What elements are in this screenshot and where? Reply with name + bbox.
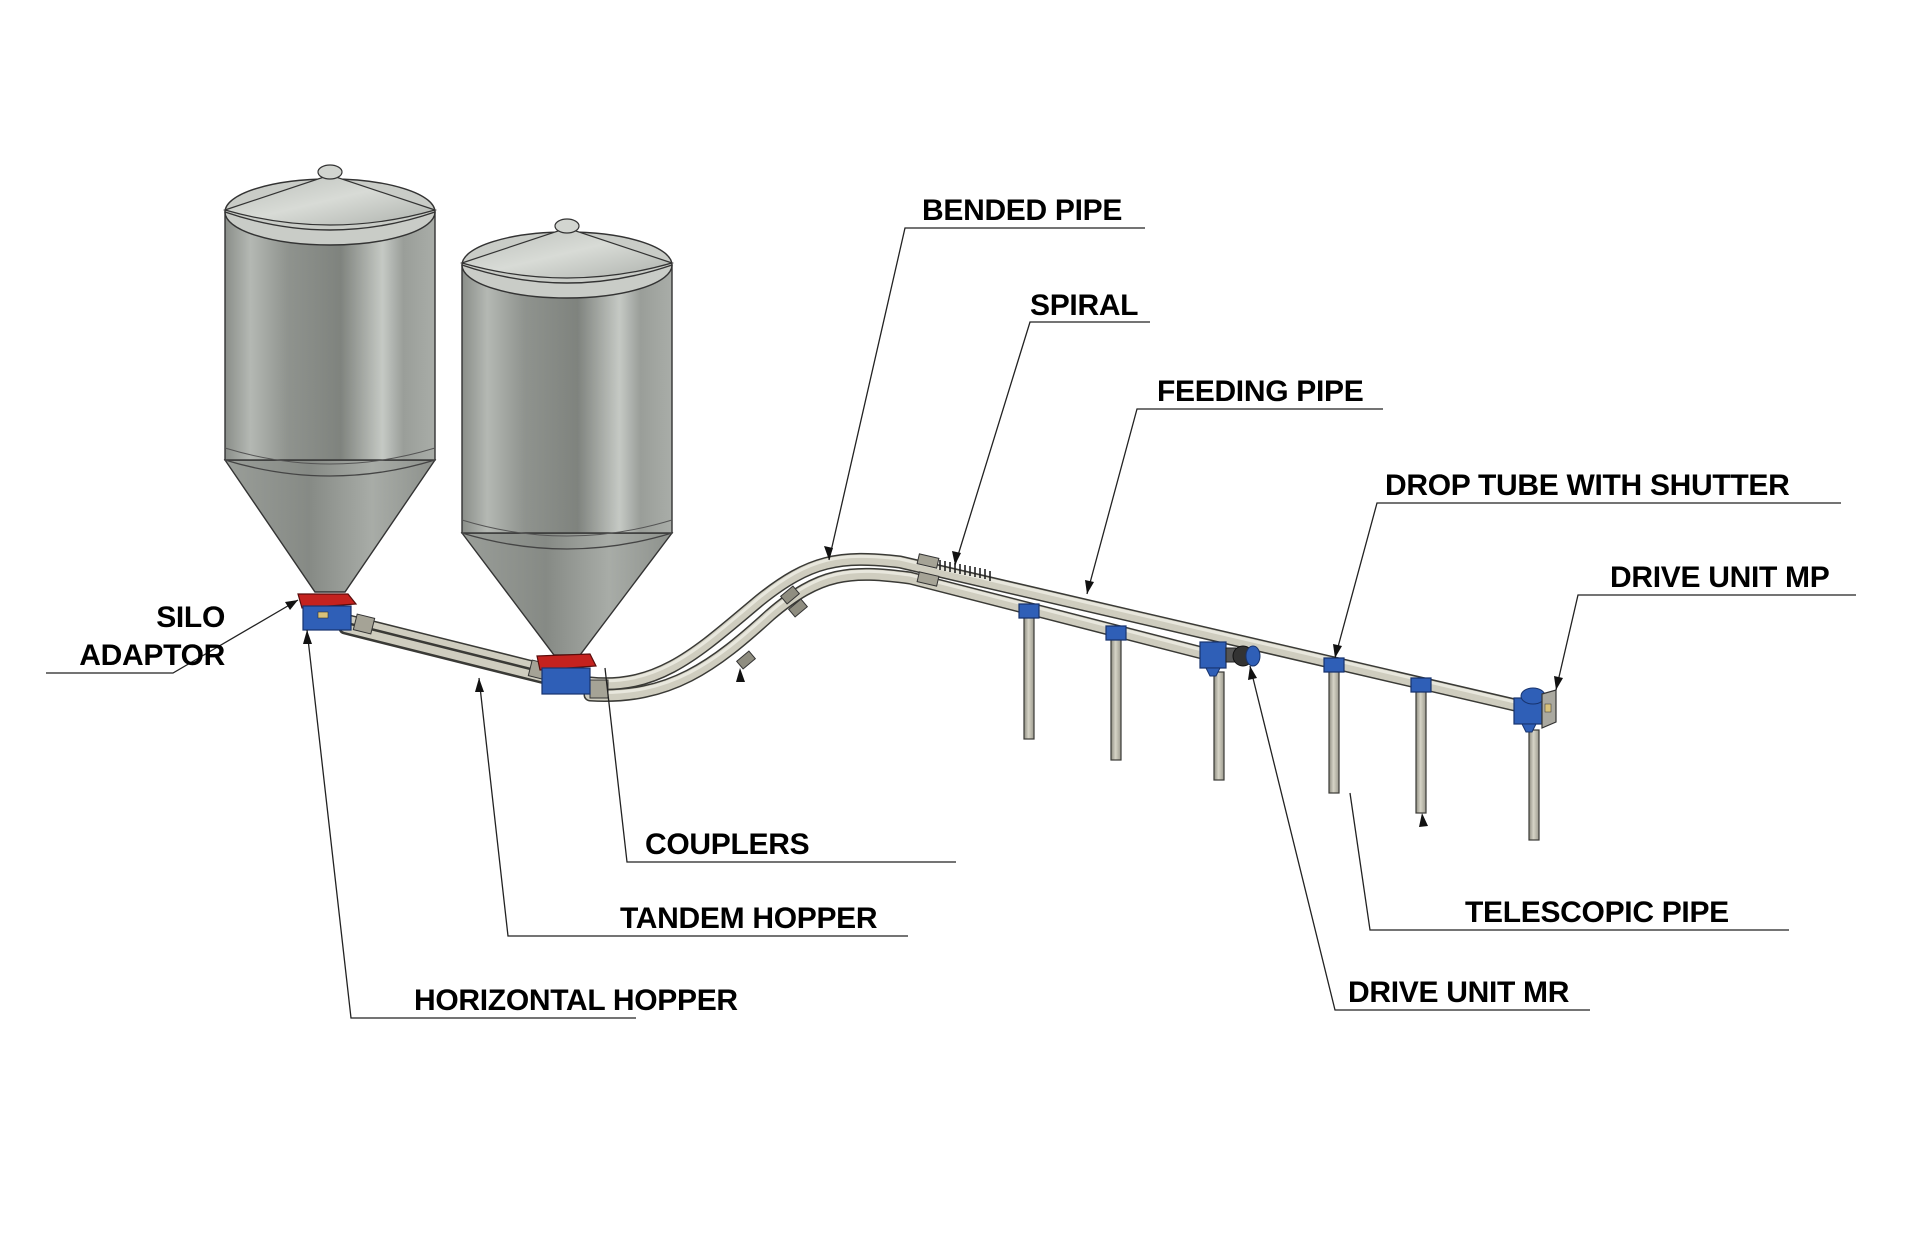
drop-tube-5 (1410, 677, 1432, 814)
horizontal-hopper (297, 593, 358, 631)
callout-tandem-hopper: TANDEM HOPPER (475, 677, 908, 937)
label-tandem-hopper: TANDEM HOPPER (620, 902, 878, 935)
drop-tube-2 (1105, 625, 1127, 761)
silo-2-cone (460, 532, 674, 656)
tandem-hopper (536, 653, 597, 695)
callout-horizontal-hopper: HORIZONTAL HOPPER (303, 629, 739, 1019)
drive-unit-mr (1199, 641, 1261, 677)
silo-2-vent (554, 218, 580, 234)
label-feeding-pipe: FEEDING PIPE (1157, 375, 1363, 408)
callout-drive-unit-mr: DRIVE UNIT MR (1248, 665, 1590, 1011)
callout-couplers: COUPLERS (604, 667, 956, 863)
drive-unit-mp (1513, 687, 1557, 733)
silo-2 (459, 218, 675, 656)
label-telescopic-pipe: TELESCOPIC PIPE (1465, 896, 1729, 929)
label-silo-adaptor-line2: ADAPTOR (79, 639, 225, 672)
lower-pipe (338, 567, 1217, 702)
drop-tube-6 (1528, 729, 1540, 841)
callout-telescopic-pipe: TELESCOPIC PIPE (1349, 792, 1789, 931)
callout-silo-adaptor: SILO ADAPTOR (46, 599, 299, 674)
silo-1-body (224, 211, 436, 461)
drop-tube-3 (1213, 671, 1225, 781)
silo-2-body (461, 264, 673, 534)
drop-tube-1 (1018, 603, 1040, 740)
silo-1 (222, 164, 438, 593)
callout-spiral: SPIRAL (952, 289, 1150, 566)
drop-tubes (1018, 603, 1540, 841)
label-drive-unit-mr: DRIVE UNIT MR (1348, 976, 1570, 1009)
drop-tube-4 (1323, 657, 1345, 794)
silo-1-vent (317, 164, 343, 180)
label-bended-pipe: BENDED PIPE (922, 194, 1122, 227)
label-drop-tube: DROP TUBE WITH SHUTTER (1385, 469, 1790, 502)
spiral (939, 560, 991, 581)
callout-feeding-pipe: FEEDING PIPE (1085, 375, 1383, 595)
silo-1-roof (222, 174, 438, 226)
callout-drop-tube: DROP TUBE WITH SHUTTER (1333, 469, 1841, 659)
callout-bended-pipe: BENDED PIPE (824, 194, 1145, 561)
callout-drive-unit-mp: DRIVE UNIT MP (1554, 561, 1856, 691)
label-spiral: SPIRAL (1030, 289, 1138, 322)
label-silo-adaptor-line1: SILO (156, 601, 225, 634)
silo-adaptor (297, 593, 358, 609)
silo-1-cone (223, 459, 437, 593)
upper-pipe (583, 552, 1552, 719)
label-horizontal-hopper: HORIZONTAL HOPPER (414, 984, 738, 1017)
label-couplers: COUPLERS (645, 828, 809, 861)
silo-2-roof (459, 227, 675, 279)
label-drive-unit-mp: DRIVE UNIT MP (1610, 561, 1829, 594)
